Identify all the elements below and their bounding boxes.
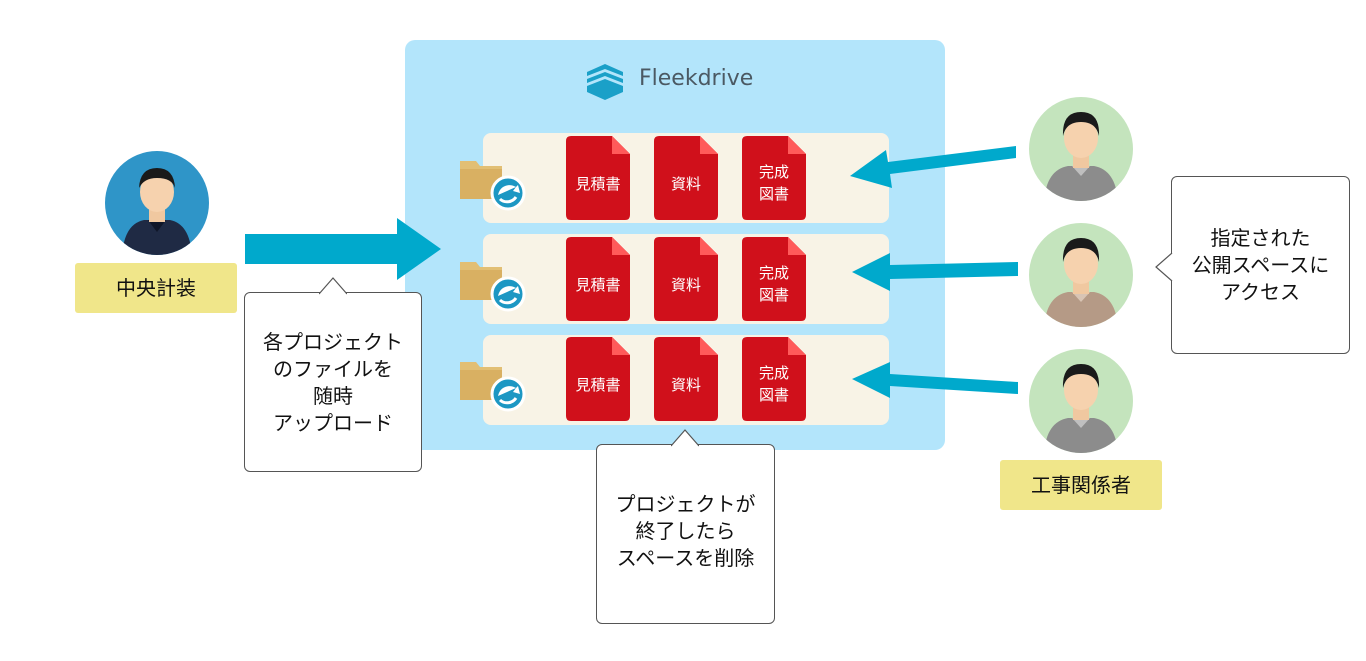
callout-line: 指定された (1210, 226, 1311, 250)
callout-line: 各プロジェクト (263, 330, 403, 354)
document-label: 図書 (758, 286, 789, 304)
document-icon-completion: 完成 図書 (742, 136, 806, 220)
stakeholder-avatar-icon (1028, 222, 1134, 328)
stakeholders-label: 工事関係者 (1000, 460, 1162, 510)
fleekdrive-logo-icon (587, 64, 623, 100)
document-icon-completion: 完成 図書 (742, 237, 806, 321)
document-icon-estimate: 見積書 (566, 337, 630, 421)
document-label: 図書 (758, 185, 789, 203)
document-label: 完成 (758, 264, 789, 282)
document-label: 資料 (670, 175, 701, 193)
person-avatar-icon (104, 150, 210, 256)
stakeholder-avatar-icon (1028, 96, 1134, 202)
document-label: 見積書 (575, 175, 621, 193)
callout-line: 随時 (313, 384, 353, 408)
document-icon-estimate: 見積書 (566, 237, 630, 321)
access-callout: 指定された 公開スペースに アクセス (1155, 176, 1350, 354)
callout-line: のファイルを (273, 357, 393, 381)
access-arrow-icon (852, 362, 1018, 398)
callout-tail (319, 277, 347, 295)
document-label: 資料 (670, 276, 701, 294)
shared-folder-icon (460, 356, 526, 412)
document-label: 完成 (758, 163, 789, 181)
document-label: 資料 (670, 376, 701, 394)
callout-line: スペースを削除 (616, 546, 755, 570)
document-label: 見積書 (575, 376, 621, 394)
callout-line: 公開スペースに (1191, 253, 1330, 277)
document-icon-materials: 資料 (654, 337, 718, 421)
callout-line: 終了したら (635, 519, 736, 543)
delete-callout: プロジェクトが 終了したら スペースを削除 (596, 429, 775, 624)
callout-line: アップロード (273, 411, 393, 435)
shared-folder-icon (460, 155, 526, 211)
document-icon-materials: 資料 (654, 136, 718, 220)
document-icon-estimate: 見積書 (566, 136, 630, 220)
access-arrow-icon (850, 146, 1016, 188)
logo-text: Fleekdrive (639, 66, 754, 91)
document-label: 見積書 (575, 276, 621, 294)
callout-tail (671, 429, 699, 447)
upload-arrow-icon (245, 218, 441, 280)
company-label: 中央計装 (75, 263, 237, 313)
access-arrow-icon (852, 253, 1018, 291)
fleekdrive-logo: Fleekdrive (583, 60, 783, 102)
upload-callout: 各プロジェクト のファイルを 随時 アップロード (244, 277, 422, 472)
shared-folder-icon (460, 256, 526, 312)
document-label: 図書 (758, 386, 789, 404)
stakeholder-avatar-icon (1028, 348, 1134, 454)
callout-tail (1155, 253, 1173, 281)
document-icon-materials: 資料 (654, 237, 718, 321)
callout-line: アクセス (1221, 280, 1300, 304)
document-icon-completion: 完成 図書 (742, 337, 806, 421)
document-label: 完成 (758, 364, 789, 382)
callout-line: プロジェクトが (615, 492, 756, 516)
